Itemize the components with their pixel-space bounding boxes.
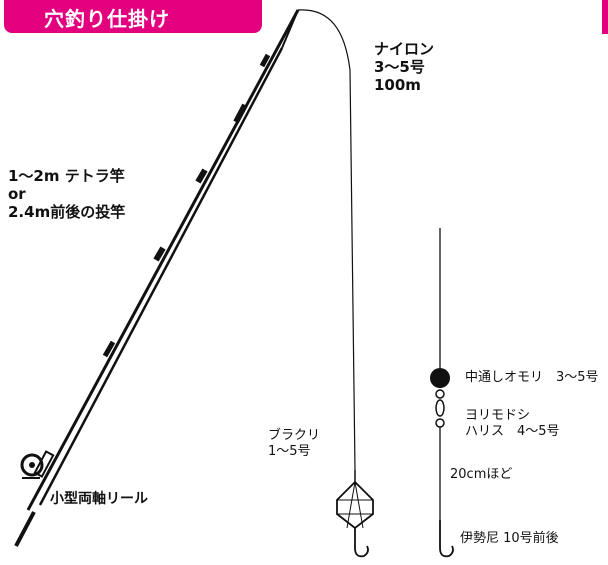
swivel-icon <box>435 399 445 417</box>
leader-length-label: 20cmほど <box>450 467 513 482</box>
line-size-text: 3〜5号 <box>374 58 425 76</box>
rod-guide <box>195 168 208 184</box>
sinker-icon <box>430 368 450 388</box>
hook-label: 伊勢尼 10号前後 <box>460 531 559 546</box>
corner-accent <box>602 0 608 34</box>
rod-guide <box>153 246 166 262</box>
leader-text: ハリス 4〜5号 <box>465 423 560 439</box>
reel-icon <box>20 450 55 479</box>
line-material-text: ナイロン <box>374 40 435 58</box>
brakuri-name-text: ブラクリ <box>268 428 321 443</box>
rig-detail <box>430 228 454 558</box>
brakuri-label: ブラクリ 1〜5号 <box>268 428 320 459</box>
rod-length-text: 1〜2m テトラ竿 <box>8 167 125 185</box>
main-line-label: ナイロン 3〜5号 100m <box>374 40 434 94</box>
swivel-ring-icon <box>435 389 445 399</box>
rod-alt-text: 2.4m前後の投竿 <box>8 203 126 221</box>
diagram-title: 穴釣り仕掛け <box>44 7 170 31</box>
fishing-rod <box>14 9 300 547</box>
rod-or-text: or <box>8 185 26 203</box>
sinker-label: 中通しオモリ 3〜5号 <box>465 370 599 385</box>
rod-guide <box>259 53 271 68</box>
swivel-leader-label: ヨリモドシ ハリス 4〜5号 <box>465 408 560 439</box>
line-length-text: 100m <box>374 76 421 94</box>
reel-label: 小型両軸リール <box>50 491 148 507</box>
main-line <box>297 9 356 471</box>
brakuri-sinker-icon <box>336 470 374 558</box>
title-banner: 穴釣り仕掛け <box>4 0 262 33</box>
swivel-text: ヨリモドシ <box>465 408 531 423</box>
rod-label: 1〜2m テトラ竿 or 2.4m前後の投竿 <box>8 167 125 221</box>
rod-guide <box>233 103 248 124</box>
rod-guide <box>102 340 116 358</box>
brakuri-size-text: 1〜5号 <box>268 443 311 459</box>
hook-icon <box>439 520 454 558</box>
